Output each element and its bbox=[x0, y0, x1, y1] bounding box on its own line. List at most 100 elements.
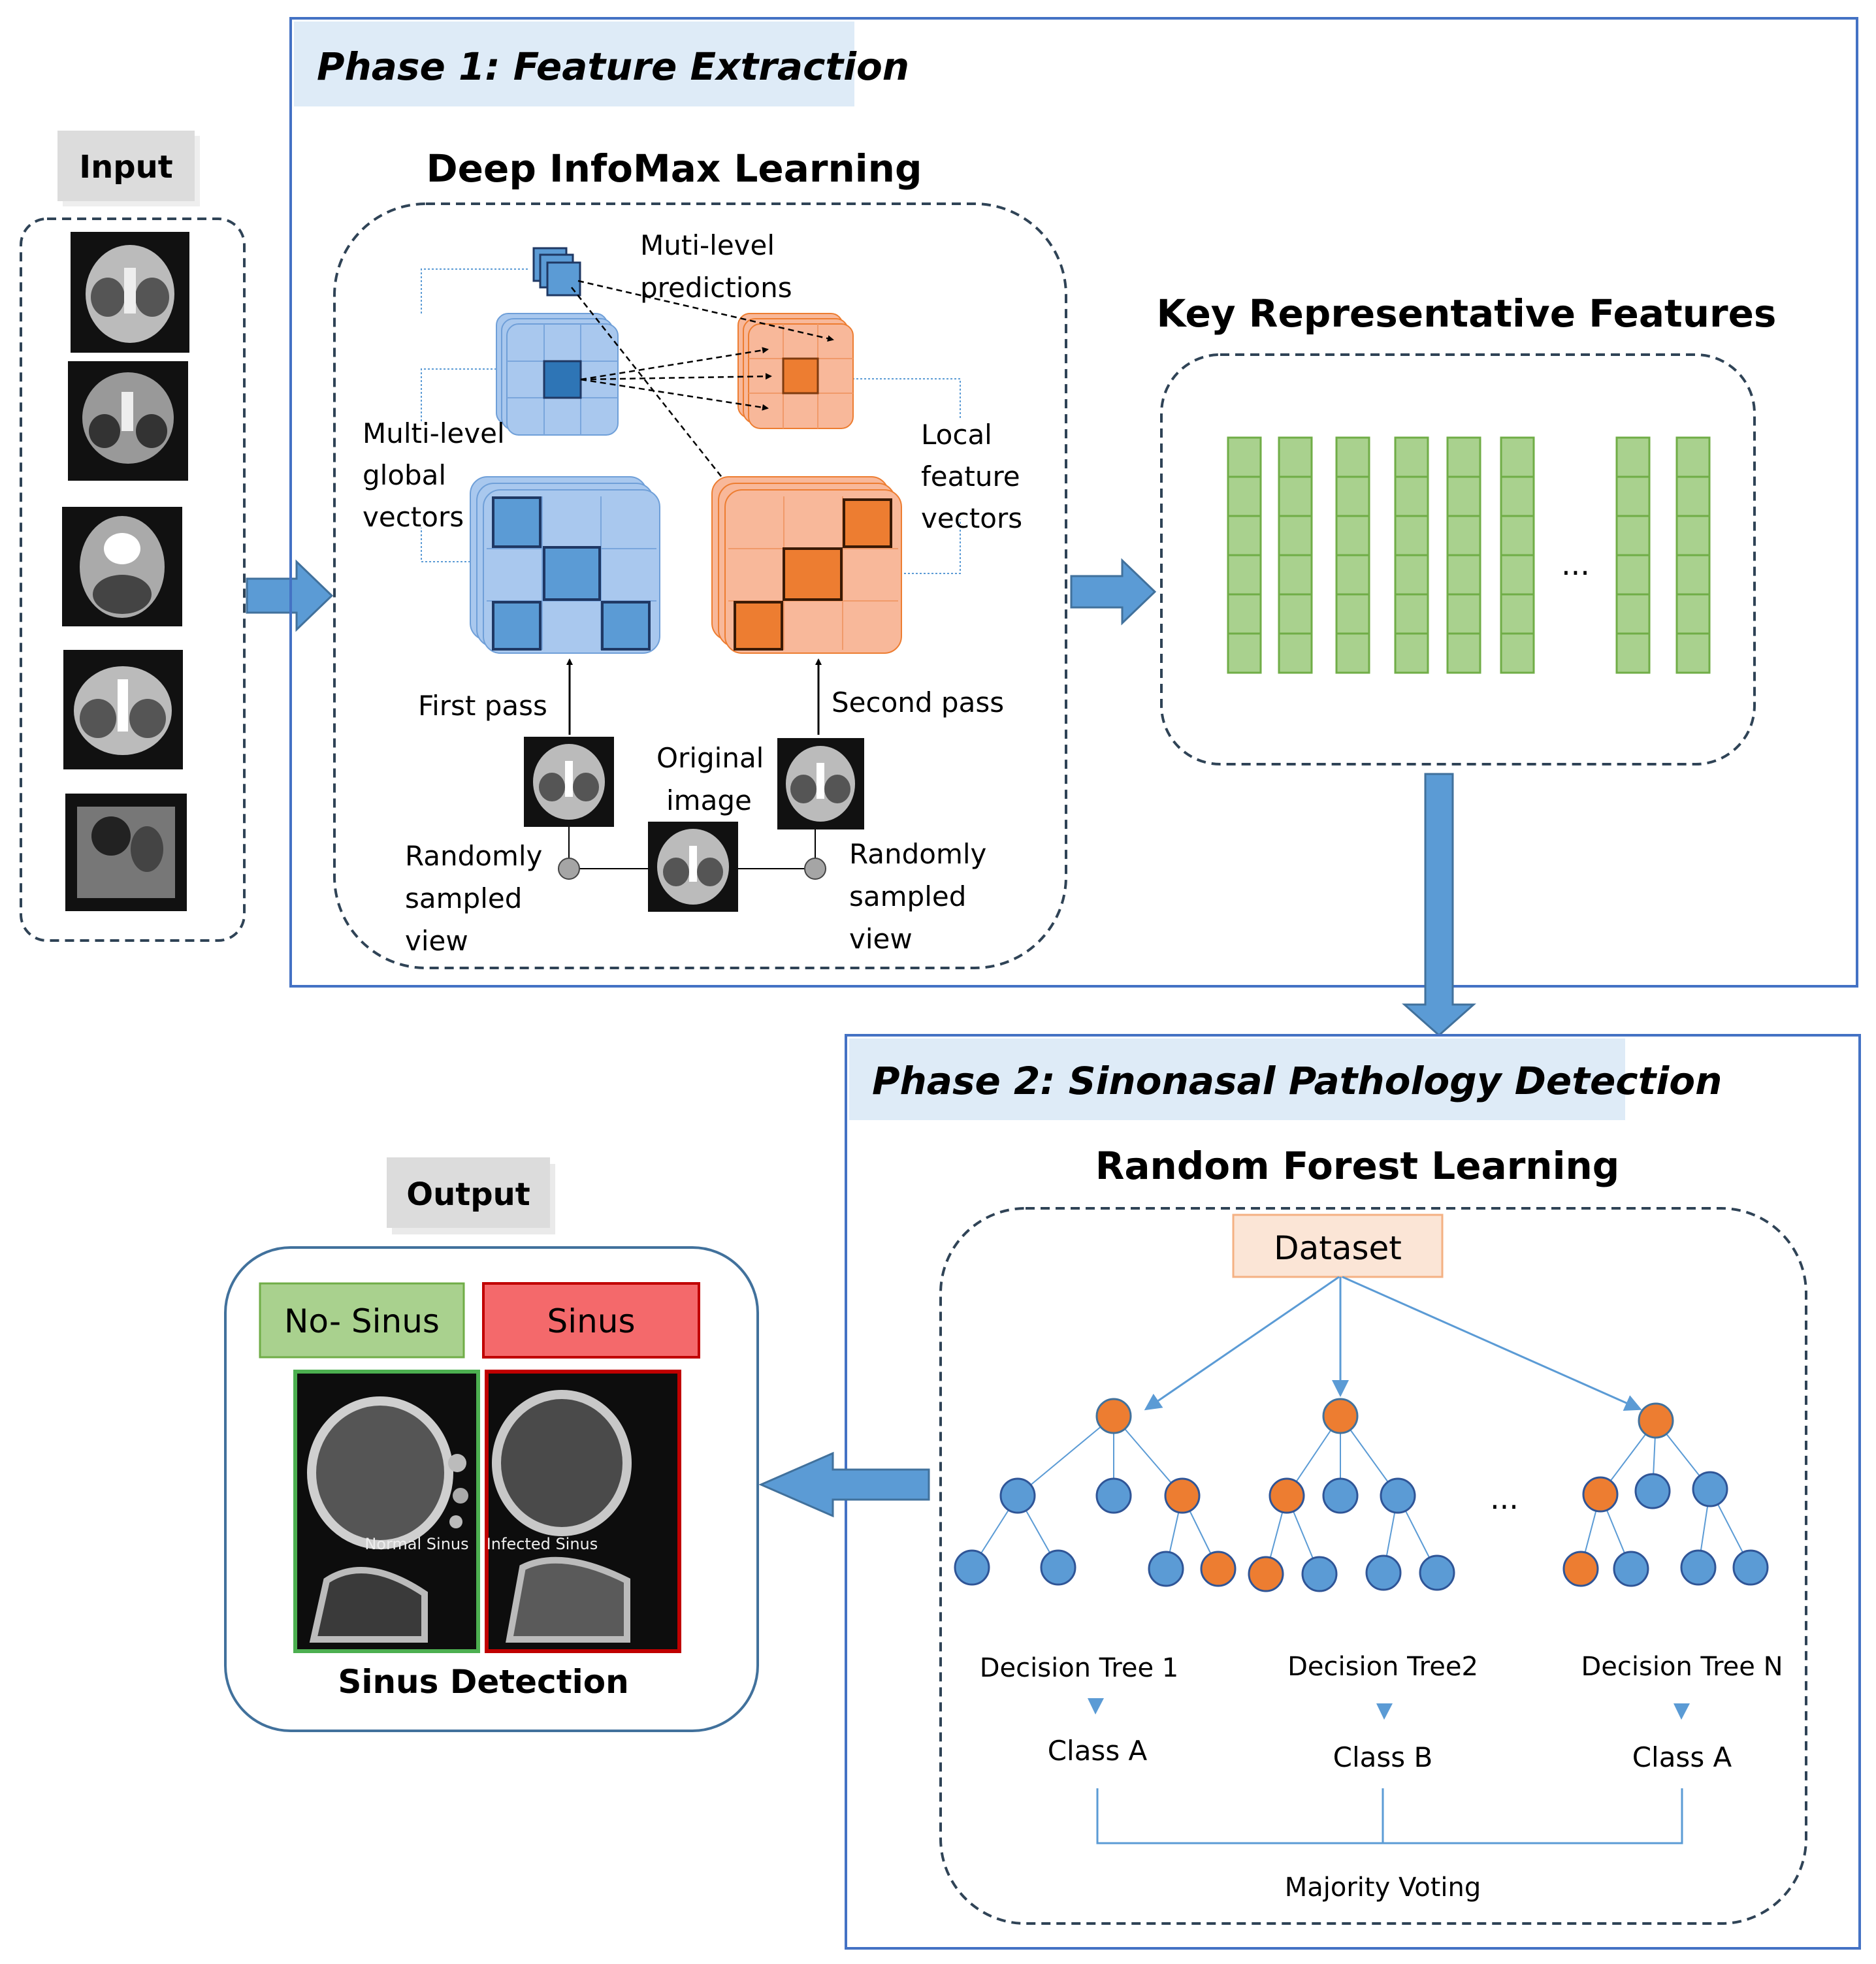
tree-1-class: Class A bbox=[1048, 1735, 1148, 1767]
key-features-title: Key Representative Features bbox=[1157, 291, 1777, 336]
tree-node bbox=[1322, 1477, 1359, 1514]
view-images bbox=[524, 737, 864, 912]
tree-node bbox=[1419, 1554, 1455, 1591]
tree-node bbox=[1095, 1477, 1132, 1514]
tree-node bbox=[1562, 1551, 1599, 1587]
decision-trees bbox=[954, 1398, 1769, 1592]
tree-node bbox=[1613, 1551, 1649, 1587]
tree-node bbox=[1365, 1554, 1402, 1591]
decision-tree-3 bbox=[1562, 1402, 1769, 1587]
phase1-panel: Phase 1: Feature Extraction Deep InfoMax… bbox=[289, 17, 1858, 988]
tree-node bbox=[1148, 1551, 1184, 1587]
view-node-right bbox=[804, 858, 826, 880]
phase2-title: Phase 2: Sinonasal Pathology Detection bbox=[872, 1059, 1722, 1103]
tree-2-name: Decision Tree2 bbox=[1287, 1652, 1478, 1682]
tree-n-name: Decision Tree N bbox=[1581, 1652, 1783, 1682]
feature-vector bbox=[1227, 436, 1262, 674]
tree-node bbox=[1200, 1551, 1237, 1587]
decision-tree-1 bbox=[954, 1398, 1237, 1587]
tree-node bbox=[1582, 1476, 1619, 1513]
phase2-header-bg bbox=[849, 1038, 1625, 1120]
decision-tree-2 bbox=[1248, 1398, 1455, 1592]
view-node-left bbox=[558, 858, 580, 880]
first-pass-label: First pass bbox=[418, 690, 547, 722]
tree-node bbox=[1380, 1477, 1416, 1514]
arrow-infomax-to-features bbox=[1070, 558, 1157, 626]
tree-node bbox=[1095, 1398, 1132, 1434]
infomax-frame bbox=[333, 202, 1067, 969]
tree-node bbox=[1269, 1477, 1305, 1514]
random-forest-frame bbox=[939, 1207, 1807, 1925]
tree-node bbox=[1692, 1471, 1728, 1507]
sinus-detection-title: Sinus Detection bbox=[338, 1663, 628, 1701]
feature-vector bbox=[1394, 436, 1429, 674]
feature-vector bbox=[1500, 436, 1535, 674]
global-feature-map-large bbox=[470, 476, 660, 654]
tree-node bbox=[1301, 1556, 1338, 1592]
feature-vector bbox=[1675, 436, 1711, 674]
multi-level-predictions-label: Muti-level bbox=[640, 229, 775, 261]
dataset-arrows bbox=[1144, 1276, 1642, 1411]
multi-level-predictions-label-2: predictions bbox=[640, 272, 792, 304]
phase1-header-bg bbox=[294, 22, 854, 106]
tree-node bbox=[1680, 1549, 1717, 1586]
tree-node bbox=[1322, 1398, 1359, 1434]
output-label: Output bbox=[406, 1176, 530, 1213]
output-panel: Output No- Sinus Sinus Normal Sinus Infe… bbox=[224, 1157, 759, 1732]
trees-ellipsis: ... bbox=[1490, 1481, 1519, 1516]
input-images-frame bbox=[20, 217, 246, 942]
tree-node bbox=[1638, 1402, 1674, 1439]
phase1-title: Phase 1: Feature Extraction bbox=[317, 44, 909, 89]
tree-node bbox=[1164, 1477, 1201, 1514]
tree-node bbox=[1040, 1549, 1076, 1586]
sinus-badge bbox=[482, 1282, 700, 1359]
output-frame bbox=[224, 1246, 759, 1732]
local-feature-map-small bbox=[737, 313, 854, 429]
tree-n-class: Class A bbox=[1632, 1741, 1732, 1773]
infected-sinus-caption: Infected Sinus bbox=[487, 1535, 598, 1553]
feature-vector bbox=[1278, 436, 1313, 674]
output-label-box bbox=[387, 1157, 550, 1228]
arrow-features-to-phase2 bbox=[1402, 773, 1476, 1037]
feature-vector bbox=[1446, 436, 1481, 674]
no-sinus-badge bbox=[259, 1282, 465, 1359]
tree-node bbox=[1732, 1549, 1769, 1586]
prediction-stack bbox=[532, 247, 581, 297]
tree-2-class: Class B bbox=[1333, 1741, 1433, 1773]
arrow-phase2-to-output bbox=[758, 1451, 930, 1518]
no-sinus-label: No- Sinus bbox=[284, 1302, 440, 1340]
second-pass-label: Second pass bbox=[832, 686, 1004, 718]
global-feature-map-small bbox=[496, 313, 619, 436]
input-label: Input bbox=[79, 149, 173, 185]
pass-arrows bbox=[566, 658, 822, 735]
features-ellipsis: ... bbox=[1561, 547, 1590, 582]
key-features-frame bbox=[1160, 353, 1756, 765]
ct-image-stack bbox=[62, 232, 189, 911]
global-vector-connectors bbox=[421, 268, 961, 574]
feature-vectors bbox=[1227, 436, 1711, 674]
phase2-panel: Phase 2: Sinonasal Pathology Detection R… bbox=[845, 1034, 1861, 1950]
infected-sinus-image: Infected Sinus bbox=[485, 1370, 681, 1653]
feature-vector bbox=[1615, 436, 1651, 674]
tree-node bbox=[1248, 1556, 1284, 1592]
majority-bracket bbox=[1096, 1788, 1683, 1844]
tree-1-name: Decision Tree 1 bbox=[980, 1653, 1179, 1683]
phase1-frame bbox=[289, 17, 1858, 988]
tree-node bbox=[999, 1477, 1036, 1514]
normal-sinus-image: Normal Sinus bbox=[293, 1370, 480, 1653]
normal-sinus-caption: Normal Sinus bbox=[364, 1535, 468, 1553]
infomax-title: Deep InfoMax Learning bbox=[427, 146, 922, 191]
tree-node bbox=[1634, 1473, 1671, 1509]
dataset-label: Dataset bbox=[1274, 1229, 1402, 1267]
class-pointers bbox=[1088, 1698, 1690, 1720]
random-forest-title: Random Forest Learning bbox=[1095, 1144, 1620, 1188]
dataset-box bbox=[1232, 1214, 1444, 1278]
sinus-label: Sinus bbox=[547, 1302, 635, 1340]
majority-voting-label: Majority Voting bbox=[1285, 1873, 1481, 1903]
